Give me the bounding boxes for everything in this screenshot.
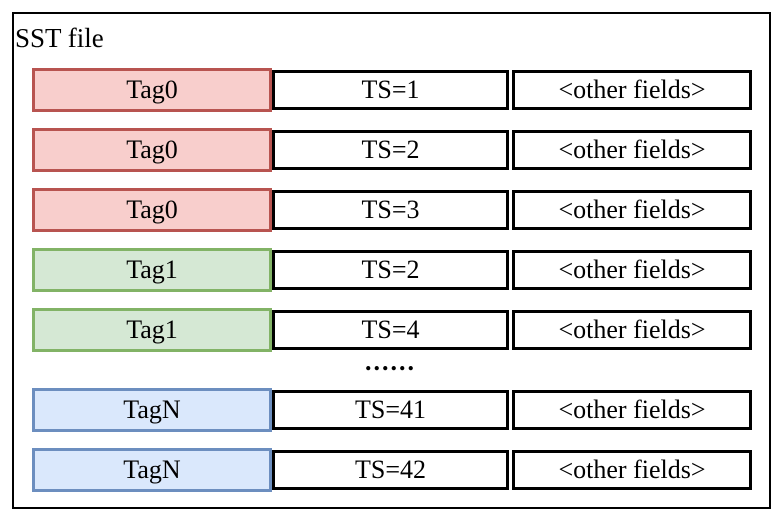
timestamp-cell: TS=42	[272, 450, 509, 490]
timestamp-cell: TS=4	[272, 310, 509, 350]
timestamp-cell: TS=2	[272, 250, 509, 290]
timestamp-cell: TS=3	[272, 190, 509, 230]
sst-file-box: SST file Tag0 TS=1 <other fields> Tag0 T…	[12, 12, 771, 509]
record-row-5: Tag1 TS=4 <other fields>	[32, 308, 752, 352]
other-fields-cell: <other fields>	[512, 250, 752, 290]
timestamp-cell: TS=2	[272, 130, 509, 170]
tag-cell: Tag1	[32, 308, 272, 352]
tag-cell: Tag0	[32, 188, 272, 232]
sst-file-label: SST file	[15, 23, 104, 53]
other-fields-cell: <other fields>	[512, 310, 752, 350]
other-fields-cell: <other fields>	[512, 190, 752, 230]
ellipsis: ......	[365, 347, 416, 376]
other-fields-cell: <other fields>	[512, 130, 752, 170]
record-row-6: TagN TS=41 <other fields>	[32, 388, 752, 432]
record-row-2: Tag0 TS=2 <other fields>	[32, 128, 752, 172]
other-fields-cell: <other fields>	[512, 450, 752, 490]
record-row-7: TagN TS=42 <other fields>	[32, 448, 752, 492]
tag-cell: Tag1	[32, 248, 272, 292]
other-fields-cell: <other fields>	[512, 70, 752, 110]
tag-cell: Tag0	[32, 68, 272, 112]
record-row-4: Tag1 TS=2 <other fields>	[32, 248, 752, 292]
record-row-3: Tag0 TS=3 <other fields>	[32, 188, 752, 232]
other-fields-cell: <other fields>	[512, 390, 752, 430]
tag-cell: TagN	[32, 448, 272, 492]
tag-cell: TagN	[32, 388, 272, 432]
record-row-1: Tag0 TS=1 <other fields>	[32, 68, 752, 112]
tag-cell: Tag0	[32, 128, 272, 172]
timestamp-cell: TS=1	[272, 70, 509, 110]
timestamp-cell: TS=41	[272, 390, 509, 430]
